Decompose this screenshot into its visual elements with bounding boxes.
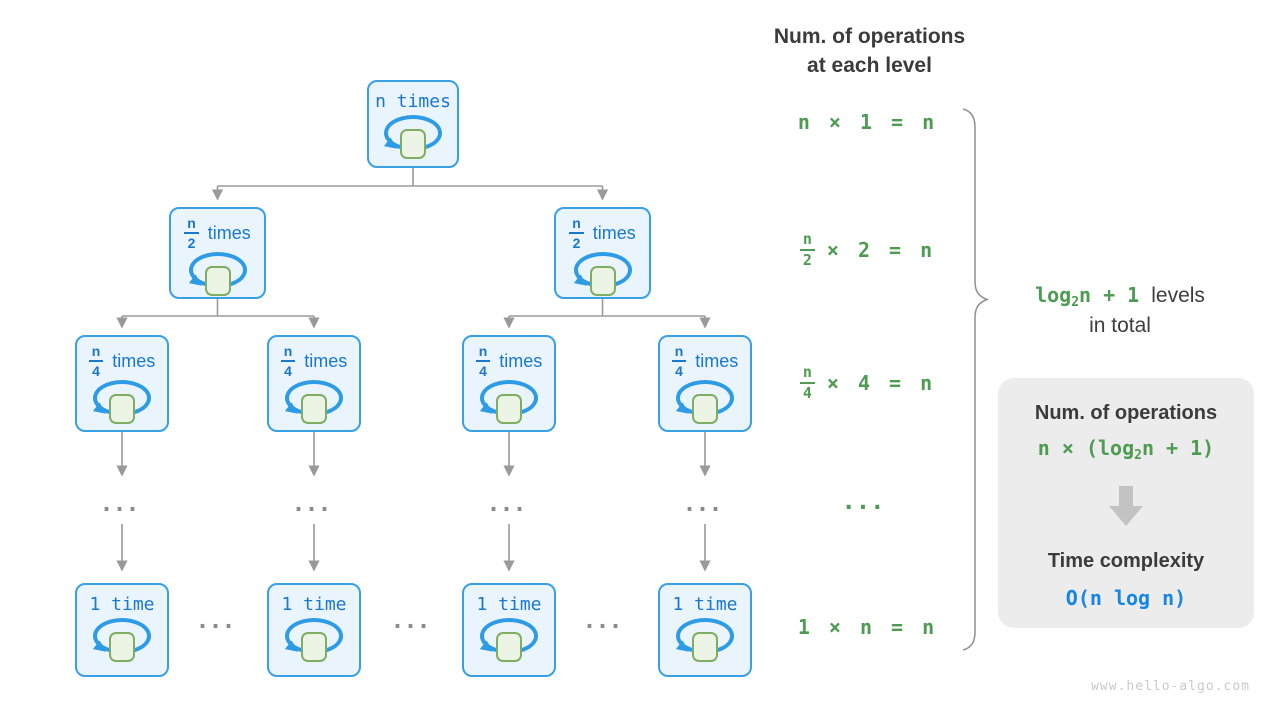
loop-body-square: [301, 394, 327, 424]
complexity-formula: O(n log n): [1065, 586, 1187, 610]
column-title: Num. of operations at each level: [762, 22, 977, 80]
loop-body-square: [496, 394, 522, 424]
equation-leaf-level: 1 × n = n: [797, 615, 935, 639]
equation-ellipsis: ...: [844, 490, 888, 515]
loop-body-square: [204, 266, 231, 296]
panel-operations-title: Num. of operations: [1034, 402, 1218, 424]
loop-body-square: [301, 632, 327, 662]
loop-icon: [573, 252, 633, 297]
loop-count-label: 1 time: [476, 594, 542, 615]
down-arrow-icon: [1109, 486, 1143, 526]
column-title-line1: Num. of operations: [773, 25, 966, 48]
loop-body-square: [589, 266, 616, 296]
loop-count-label: 1 time: [281, 594, 347, 615]
loop-box-leaf-4: 1 time: [658, 583, 752, 677]
levels-total-label: log2n + 1 levels in total: [1000, 283, 1240, 338]
connector-left: [122, 299, 314, 317]
levels-total-line2: in total: [1089, 314, 1151, 337]
operations-formula: n × (log2n + 1): [1037, 436, 1215, 463]
loop-box-leaf-1: 1 time: [75, 583, 169, 677]
levels-total-line1: log2n + 1 levels: [1035, 283, 1205, 310]
summary-panel: Num. of operations n × (log2n + 1) Time …: [998, 378, 1254, 628]
horizontal-ellipsis: ...: [585, 609, 625, 633]
connector-root: [217, 168, 603, 187]
watermark: www.hello-algo.com: [1091, 679, 1250, 694]
loop-icon: [675, 380, 735, 428]
vertical-ellipsis: ...: [294, 492, 334, 516]
loop-icon: [675, 618, 735, 666]
panel-complexity-title: Time complexity: [1047, 550, 1205, 572]
horizontal-ellipsis: ...: [393, 609, 433, 633]
horizontal-ellipsis: ...: [198, 609, 238, 633]
log-levels-formula: log2n + 1: [1035, 283, 1140, 310]
loop-count-label: n times: [375, 91, 451, 112]
loop-icon: [188, 252, 248, 297]
loop-body-square: [692, 394, 718, 424]
loop-icon: [479, 618, 539, 666]
vertical-ellipsis: ...: [102, 492, 142, 516]
column-title-line2: at each level: [807, 54, 932, 77]
equation-level1: n × 1 = n: [797, 110, 935, 134]
loop-count-label: 1 time: [672, 594, 738, 615]
loop-body-square: [400, 129, 426, 159]
loop-icon: [479, 380, 539, 428]
loop-icon: [92, 380, 152, 428]
loop-body-square: [109, 394, 135, 424]
curly-brace: [962, 108, 990, 651]
loop-icon: [92, 618, 152, 666]
loop-count-label: 1 time: [89, 594, 155, 615]
loop-box-root: n times: [367, 80, 459, 168]
loop-box-leaf-2: 1 time: [267, 583, 361, 677]
loop-icon: [284, 380, 344, 428]
loop-icon: [284, 618, 344, 666]
loop-box-leaf-3: 1 time: [462, 583, 556, 677]
loop-body-square: [109, 632, 135, 662]
loop-body-square: [692, 632, 718, 662]
loop-icon: [383, 115, 443, 163]
connector-right: [509, 299, 705, 317]
loop-body-square: [496, 632, 522, 662]
vertical-ellipsis: ...: [685, 492, 725, 516]
vertical-ellipsis: ...: [489, 492, 529, 516]
